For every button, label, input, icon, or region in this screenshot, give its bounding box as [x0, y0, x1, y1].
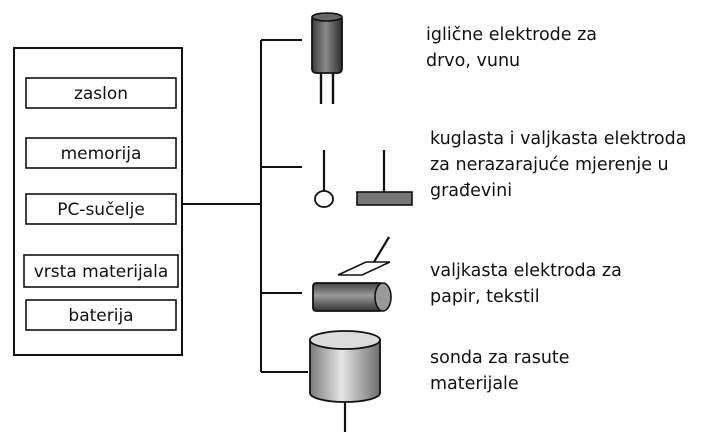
device-item-label: memorija: [61, 144, 142, 164]
description-line: valjkasta elektroda za: [430, 261, 622, 281]
roller-electrode-icon: [312, 236, 392, 312]
description-line: drvo, vunu: [426, 51, 520, 71]
ball-and-roller-electrode-icon: [314, 150, 413, 208]
device-item-label: PC-sučelje: [57, 200, 145, 220]
device-item-label: zaslon: [74, 84, 128, 104]
device-item-label: vrsta materijala: [34, 262, 169, 282]
needle-electrode-icon: [311, 12, 343, 104]
description-line: građevini: [430, 181, 512, 201]
device-item-pc-sucelje: PC-sučelje: [25, 193, 177, 225]
device-item-zaslon: zaslon: [25, 77, 177, 109]
probe-description-2: kuglasta i valjkasta elektroda za neraza…: [430, 129, 692, 201]
probe-description-1: iglične elektrode za drvo, vunu: [426, 25, 603, 71]
connector-lines: [182, 39, 308, 373]
device-item-label: baterija: [68, 306, 133, 326]
description-line: materijale: [430, 374, 519, 394]
bulk-probe-icon: [309, 330, 381, 432]
probe-description-3: valjkasta elektroda za papir, tekstil: [430, 261, 627, 307]
device-item-baterija: baterija: [25, 299, 177, 331]
description-line: sonda za rasute: [430, 348, 570, 368]
description-line: papir, tekstil: [430, 287, 540, 307]
description-line: za nerazarajuće mjerenje u: [430, 155, 669, 175]
description-line: iglične elektrode za: [426, 25, 597, 45]
description-line: kuglasta i valjkasta elektroda: [430, 129, 686, 149]
device-item-vrsta-materijala: vrsta materijala: [23, 254, 179, 288]
probe-description-4: sonda za rasute materijale: [430, 348, 575, 394]
device-item-memorija: memorija: [25, 137, 177, 169]
